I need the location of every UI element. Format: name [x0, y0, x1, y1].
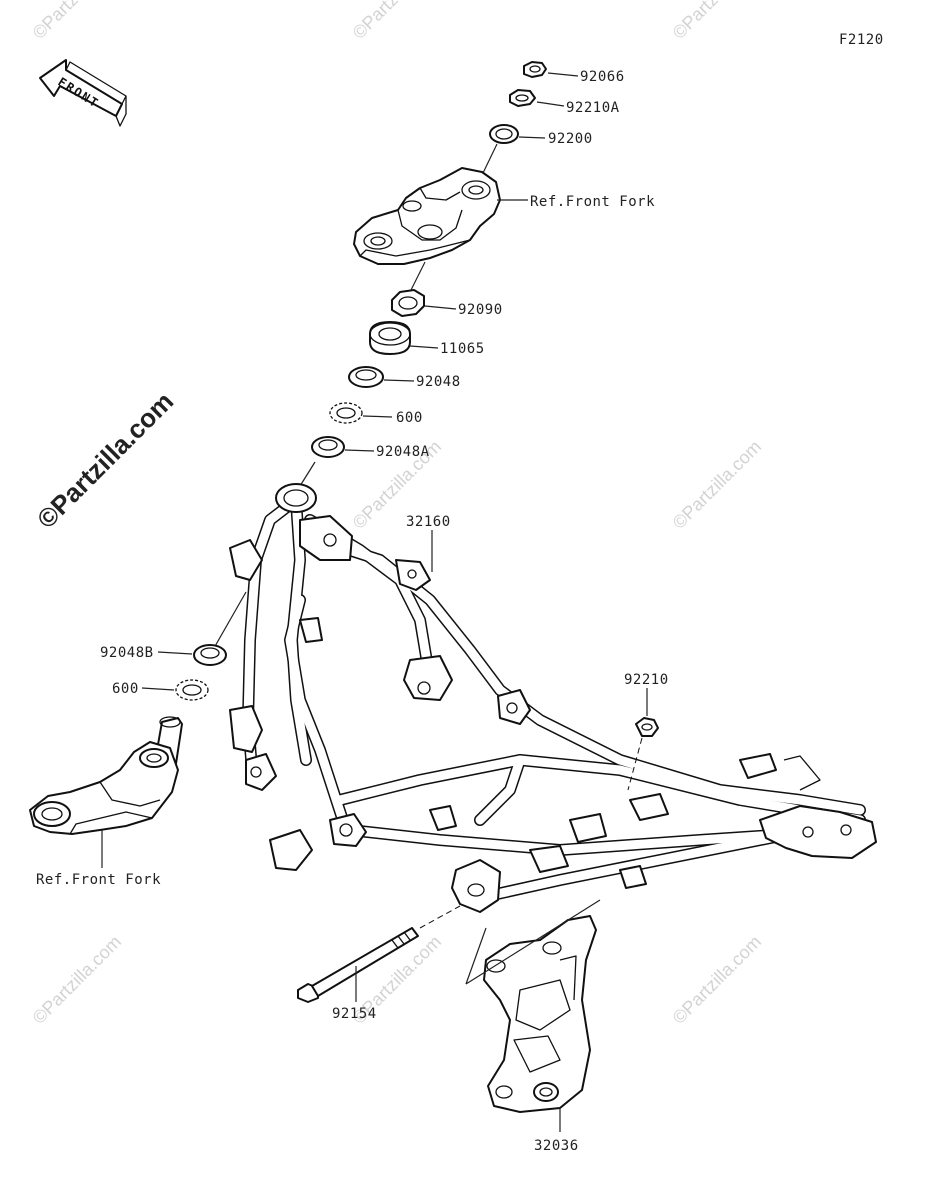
part-32160-main-frame	[229, 483, 877, 913]
part-92090-nut	[391, 289, 457, 317]
part-92154-bolt	[297, 905, 461, 1003]
part-92066-nut	[523, 61, 579, 78]
assembly-line	[409, 261, 426, 293]
part-92048B-race	[157, 644, 227, 666]
part-32036-bracket	[465, 899, 601, 1132]
watermark-text: ©Partzilla.com	[669, 931, 765, 1027]
callout-92090: 92090	[458, 302, 503, 318]
callout-ref-front-fork-upper: Ref.Front Fork	[530, 194, 655, 210]
part-92210-nut	[627, 688, 659, 791]
part-92048A-race	[311, 436, 375, 458]
part-92048-race	[348, 366, 415, 388]
callout-600-lower: 600	[112, 681, 139, 697]
callout-92048A: 92048A	[376, 444, 430, 460]
assembly-line	[299, 461, 316, 487]
part-600-bearing-lower	[141, 679, 209, 701]
watermark-text: ©Partzilla.com	[29, 931, 125, 1027]
callout-92210A: 92210A	[566, 100, 620, 116]
callout-92048: 92048	[416, 374, 461, 390]
callout-ref-front-fork-lower: Ref.Front Fork	[36, 872, 161, 888]
watermark-text: ©Partzilla.com	[669, 0, 765, 43]
assembly-line	[213, 591, 247, 649]
callout-92200: 92200	[548, 131, 593, 147]
callout-32160: 32160	[406, 514, 451, 530]
front-arrow-icon: FRONT	[39, 59, 127, 127]
part-600-bearing-upper	[329, 402, 393, 424]
part-92210A-nut	[509, 89, 565, 107]
callout-92066: 92066	[580, 69, 625, 85]
watermark-text: ©Partzilla.com	[669, 436, 765, 532]
callout-32036: 32036	[534, 1138, 579, 1154]
callout-92154: 92154	[332, 1006, 377, 1022]
upper-triple-clamp	[353, 167, 528, 265]
lower-triple-clamp	[29, 716, 183, 868]
callout-92210: 92210	[624, 672, 669, 688]
watermark-text: ©Partzilla.com	[29, 0, 125, 43]
callout-11065: 11065	[440, 341, 485, 357]
callout-92048B: 92048B	[100, 645, 154, 661]
figure-code: F2120	[839, 32, 884, 48]
watermark-text: ©Partzilla.com	[349, 0, 445, 43]
watermark-logo: ©Partzilla.com	[31, 386, 179, 534]
part-11065-seal	[369, 321, 439, 355]
part-92200-washer	[489, 124, 546, 144]
callout-600-upper: 600	[396, 410, 423, 426]
